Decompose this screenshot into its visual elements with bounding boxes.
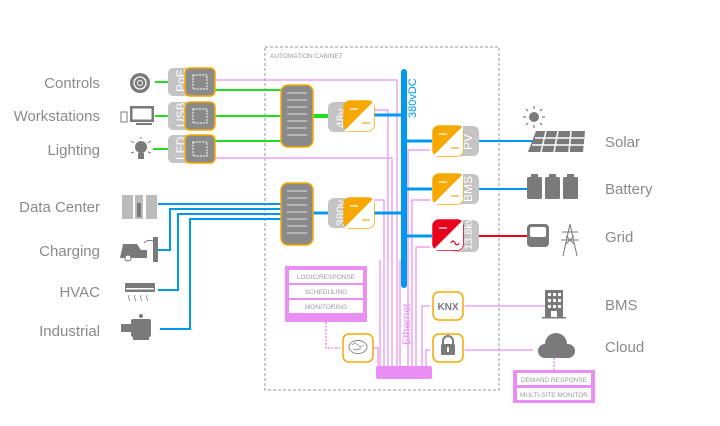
- controller-module: [342, 333, 374, 363]
- dc-bus-label: 380vDC: [407, 78, 419, 118]
- converter-grid: 13.8kv: [432, 217, 479, 252]
- svg-text:MONITORING: MONITORING: [305, 304, 347, 311]
- svg-text:13.8kv: 13.8kv: [463, 217, 475, 250]
- hvac-icon: [125, 283, 155, 302]
- grid-meter-icon: [527, 224, 549, 247]
- security-module: [432, 333, 464, 363]
- breaker-panel-low: [280, 84, 314, 148]
- cabinet-title: AUTOMATION CABINET: [270, 53, 343, 60]
- converter-bms: BMS: [432, 173, 479, 205]
- sun-icon: [523, 106, 545, 128]
- label-cloud: Cloud: [605, 339, 644, 356]
- workstation-icon: [120, 106, 154, 125]
- brain-icon: [348, 340, 368, 354]
- svg-text:LOGIC/RESPONSE: LOGIC/RESPONSE: [297, 274, 356, 281]
- label-charging: Charging: [39, 243, 100, 260]
- software-box: LOGIC/RESPONSE SCHEDULING MONITORING: [285, 266, 367, 322]
- label-workstations: Workstations: [14, 108, 100, 125]
- label-lighting: Lighting: [47, 142, 100, 159]
- svg-text:SCHEDULING: SCHEDULING: [305, 289, 348, 296]
- svg-text:KNX: KNX: [437, 302, 458, 313]
- dc-lines: [158, 69, 535, 330]
- label-hvac: HVAC: [59, 284, 100, 301]
- controls-icon: [130, 73, 150, 93]
- lightbulb-icon: [130, 137, 152, 159]
- motor-icon: [121, 314, 151, 340]
- cloud-services-box: DEMAND RESPONSE MULTI-SITE MONITOR: [513, 370, 595, 403]
- battery-icon: [527, 174, 578, 199]
- converter-pv: PV: [432, 125, 479, 157]
- converter-380v: 380v: [328, 197, 375, 229]
- label-solar: Solar: [605, 134, 640, 151]
- label-bms: BMS: [605, 297, 638, 314]
- low-voltage-lines: [153, 81, 283, 150]
- lock-icon: [442, 335, 454, 344]
- svg-text:BMS: BMS: [461, 176, 475, 202]
- label-controls: Controls: [44, 75, 100, 92]
- svg-text:PV: PV: [461, 134, 475, 150]
- svg-text:MULTI-SITE MONITOR: MULTI-SITE MONITOR: [520, 392, 588, 399]
- cloud-icon: [538, 333, 575, 358]
- breaker-panel-high: [280, 182, 314, 246]
- label-data-center: Data Center: [19, 199, 100, 216]
- transmission-tower-icon: [561, 223, 579, 257]
- port-module-poe: PoE: [168, 67, 216, 97]
- ethernet-label: Ethernet: [401, 303, 413, 345]
- building-icon: [542, 290, 566, 319]
- data-center-icon: [122, 195, 157, 219]
- label-grid: Grid: [605, 229, 633, 246]
- ev-charging-icon: [120, 237, 158, 262]
- knx-module: KNX: [432, 291, 464, 321]
- port-module-usb: USB: [168, 101, 216, 131]
- label-industrial: Industrial: [39, 323, 100, 340]
- converter-48v: 48v: [328, 100, 375, 132]
- solar-panel-icon: [528, 130, 585, 153]
- ethernet-switch: [376, 366, 432, 379]
- label-battery: Battery: [605, 181, 653, 198]
- svg-text:DEMAND RESPONSE: DEMAND RESPONSE: [521, 377, 588, 384]
- port-module-led: LED: [168, 134, 216, 164]
